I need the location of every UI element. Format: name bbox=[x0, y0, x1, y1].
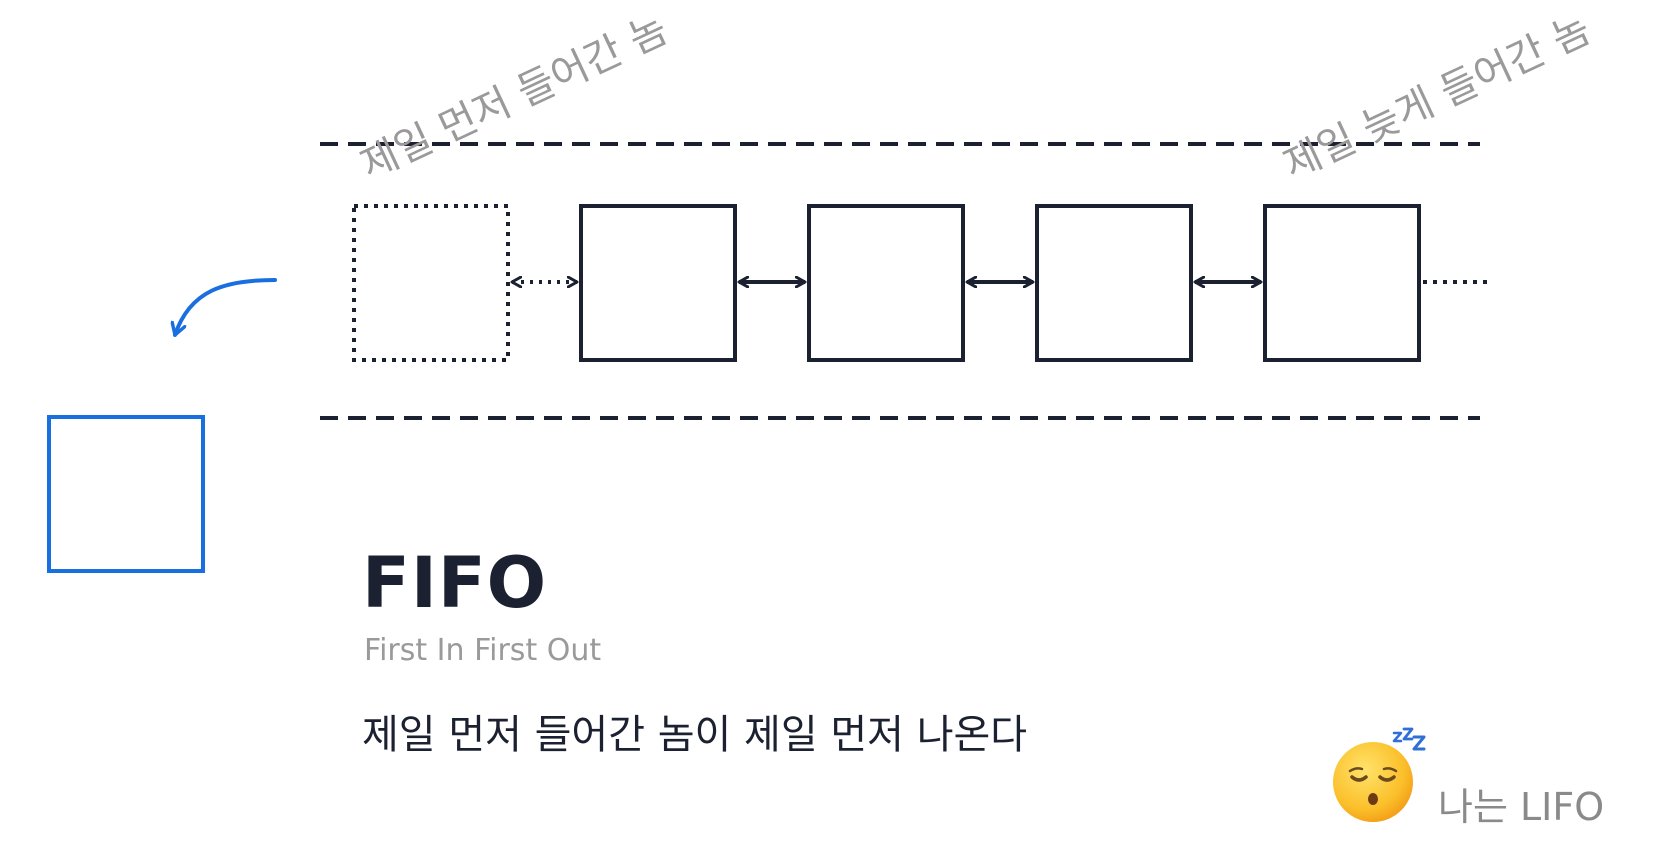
sleeping-face-icon bbox=[1333, 727, 1426, 822]
subtitle: First In First Out bbox=[364, 633, 602, 668]
queue-node-1 bbox=[579, 204, 737, 362]
queue-node-3 bbox=[1035, 204, 1193, 362]
title: FIFO bbox=[362, 542, 548, 624]
queue-node-dequeued bbox=[352, 204, 510, 362]
lifo-caption: 나는 LIFO bbox=[1438, 785, 1605, 829]
queue-node-2 bbox=[807, 204, 965, 362]
dequeued-element bbox=[47, 415, 205, 573]
dequeue-arrow bbox=[175, 278, 277, 337]
queue-node-4 bbox=[1263, 204, 1421, 362]
description: 제일 먼저 들어간 놈이 제일 먼저 나온다 bbox=[362, 712, 1028, 758]
